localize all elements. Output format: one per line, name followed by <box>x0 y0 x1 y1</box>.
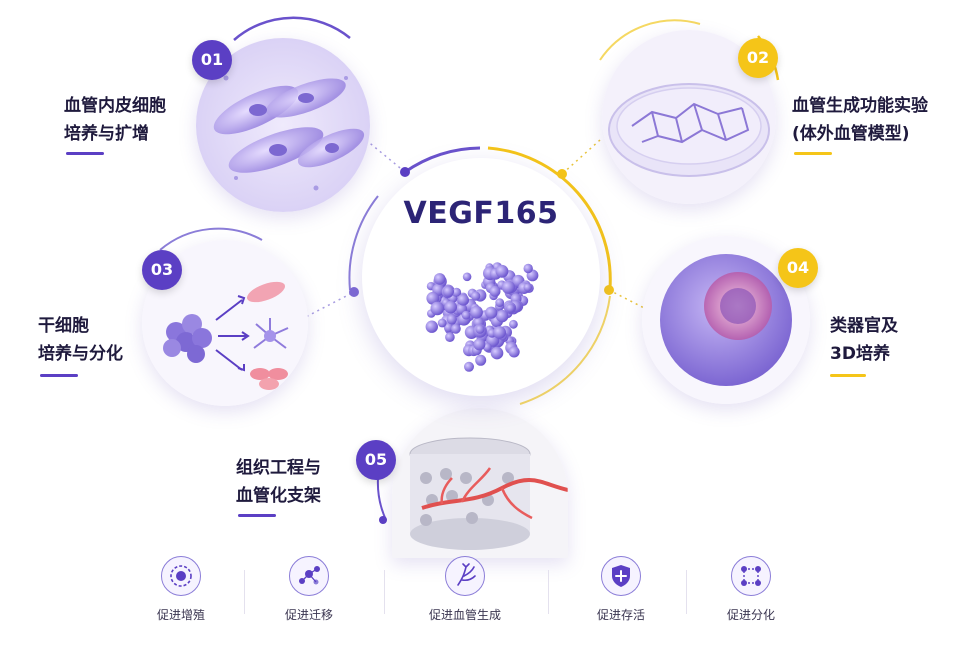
connector-03 <box>295 291 355 323</box>
protein-bead <box>495 264 509 278</box>
protein-bead <box>443 322 454 333</box>
protein-bead <box>430 301 445 316</box>
protein-bead <box>470 291 481 301</box>
divider <box>244 570 245 614</box>
protein-bead <box>425 320 438 333</box>
shield-plus-icon <box>601 556 641 596</box>
target-cell-icon <box>161 556 201 596</box>
center-arc-purple-left <box>348 195 379 291</box>
arc-node-01 <box>233 16 351 41</box>
node-03-image <box>142 240 308 406</box>
protein-bead <box>444 300 457 314</box>
center-arc-yellow <box>487 146 612 289</box>
differentiation-nodes-icon <box>731 556 771 596</box>
protein-bead <box>508 346 520 358</box>
node-03-underline <box>40 374 78 377</box>
feature-survival: 促进存活 <box>566 556 676 623</box>
vessel-branch-icon <box>445 556 485 596</box>
center-arc-yellow-low <box>519 295 611 405</box>
protein-bead <box>437 318 447 328</box>
protein-bead <box>445 332 455 342</box>
protein-bead <box>506 303 515 313</box>
protein-bead <box>470 305 483 319</box>
protein-bead <box>493 326 506 339</box>
center-dot-1 <box>400 167 410 177</box>
node-05-image <box>392 408 568 558</box>
protein-bead <box>485 306 498 319</box>
feature-label: 促进增殖 <box>156 608 205 622</box>
protein-bead <box>451 323 461 334</box>
divider <box>686 570 687 614</box>
protein-bead <box>475 354 487 366</box>
node-01-badge: 01 <box>192 40 232 80</box>
center-title: VEGF165 <box>403 196 559 231</box>
protein-bead <box>495 298 505 307</box>
center-dot-2 <box>557 169 567 179</box>
protein-bead <box>473 338 486 351</box>
node-03-label: 干细胞 培养与分化 <box>38 316 123 364</box>
node-03-badge: 03 <box>142 250 182 290</box>
protein-bead <box>426 291 440 305</box>
node-04-underline <box>830 374 866 377</box>
protein-bead <box>475 324 485 334</box>
center-dot-4 <box>604 285 614 295</box>
divider <box>384 570 385 614</box>
feature-label: 促进存活 <box>596 608 645 622</box>
node-01-label: 血管内皮细胞 培养与扩增 <box>64 96 166 144</box>
stem-cell-cluster-icon <box>163 314 212 363</box>
protein-bead <box>523 283 532 292</box>
protein-bead <box>457 294 469 306</box>
protein-bead <box>489 285 501 297</box>
center-dot-3 <box>349 287 359 297</box>
feature-migration: 促进迁移 <box>254 556 364 623</box>
node-05-dot <box>379 516 387 524</box>
protein-bead <box>461 310 471 320</box>
node-04-badge: 04 <box>778 248 818 288</box>
divider <box>548 570 549 614</box>
node-01-image <box>196 38 370 212</box>
protein-bead <box>509 319 518 329</box>
migration-network-icon <box>289 556 329 596</box>
node-05-badge: 05 <box>356 440 396 480</box>
feature-label: 促进血管生成 <box>428 608 501 622</box>
node-01-underline <box>66 152 104 155</box>
node-04-label: 类器官及 3D培养 <box>830 316 898 364</box>
feature-angiogenesis: 促进血管生成 <box>410 556 520 623</box>
protein-bead <box>501 280 515 294</box>
node-05-label: 组织工程与 血管化支架 <box>236 458 321 506</box>
node-02-underline <box>794 152 832 155</box>
center-node: VEGF165 <box>362 158 600 396</box>
protein-bead <box>464 361 474 372</box>
node-05-underline <box>238 514 276 517</box>
protein-structure-icon <box>425 262 539 372</box>
node-02-label: 血管生成功能实验 (体外血管模型) <box>792 96 928 144</box>
protein-bead <box>523 263 533 274</box>
protein-bead <box>443 286 454 297</box>
protein-bead <box>462 272 472 282</box>
protein-bead <box>496 309 509 323</box>
feature-label: 促进迁移 <box>284 608 333 622</box>
node-02-badge: 02 <box>738 38 778 78</box>
feature-proliferation: 促进增殖 <box>126 556 236 623</box>
feature-differentiation: 促进分化 <box>696 556 806 623</box>
arc-node-05 <box>376 477 387 521</box>
protein-bead <box>452 287 462 297</box>
connector-02 <box>561 139 601 175</box>
protein-bead <box>446 314 457 325</box>
feature-label: 促进分化 <box>726 608 775 622</box>
center-arc-purple-top <box>404 146 481 174</box>
connector-01 <box>365 139 406 173</box>
protein-bead <box>490 346 504 360</box>
connector-04 <box>608 289 653 313</box>
protein-bead <box>433 273 446 285</box>
